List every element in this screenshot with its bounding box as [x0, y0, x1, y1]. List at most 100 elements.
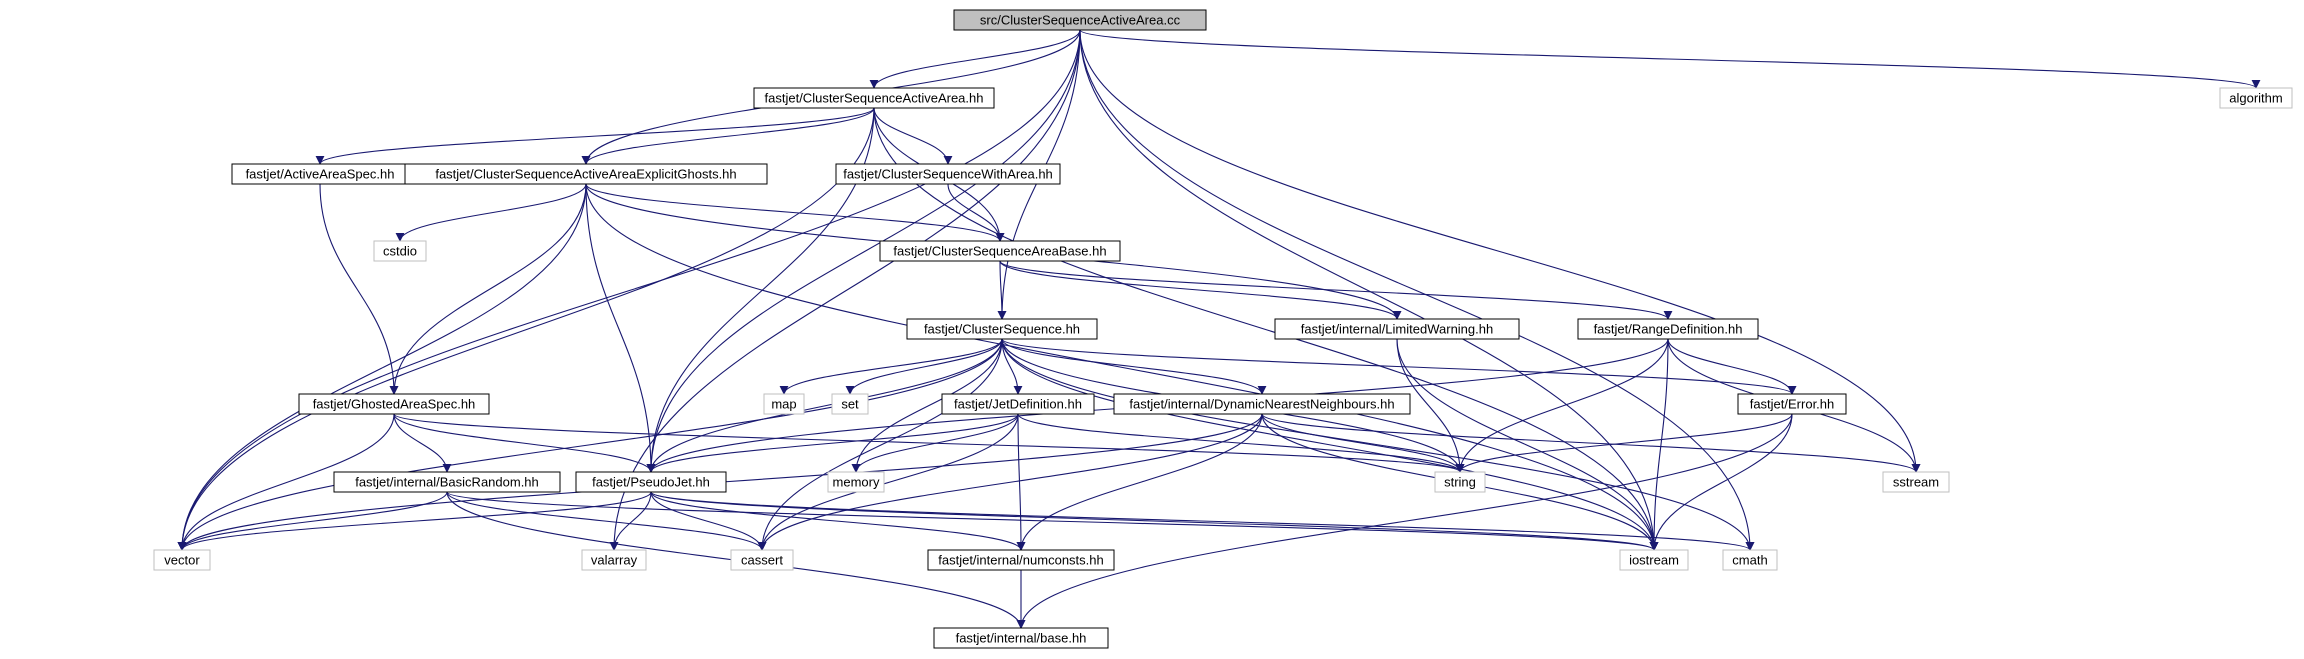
- edge-cs-to-iostream: [1001, 338, 1659, 551]
- node-box: [1737, 393, 1847, 415]
- edge-csaa-to-iostream: [873, 107, 1659, 551]
- node-box: [1577, 318, 1759, 340]
- node-cassert: cassert: [730, 549, 794, 571]
- edge-dnn-to-cassert: [757, 413, 1263, 551]
- node-box: [581, 549, 647, 571]
- edge-br-to-vector: [177, 491, 448, 551]
- edge-csab-to-rd: [999, 260, 1673, 320]
- edges: [177, 29, 2261, 629]
- edge-lw-to-iostream: [1396, 338, 1659, 551]
- edge-gas-to-vector: [177, 413, 395, 551]
- node-label: fastjet/ClusterSequenceActiveAreaExplici…: [435, 167, 736, 182]
- node-label: fastjet/ClusterSequence.hh: [924, 322, 1080, 337]
- node-box: [1722, 549, 1778, 571]
- edge-csab-to-lw: [999, 260, 1402, 320]
- node-label: string: [1444, 475, 1476, 490]
- edge-cs-to-err: [1001, 338, 1797, 395]
- edge-err-to-string: [1455, 413, 1793, 473]
- node-box: [1619, 549, 1689, 571]
- node-cswa[interactable]: fastjet/ClusterSequenceWithArea.hh: [835, 163, 1061, 185]
- node-pj[interactable]: fastjet/PseudoJet.hh: [575, 471, 727, 493]
- node-box: [827, 471, 885, 493]
- edge-csaaeg-to-vector: [177, 183, 587, 551]
- node-map: map: [763, 393, 805, 415]
- node-label: iostream: [1629, 553, 1679, 568]
- node-label: fastjet/ClusterSequenceAreaBase.hh: [893, 244, 1106, 259]
- node-aas[interactable]: fastjet/ActiveAreaSpec.hh: [231, 163, 409, 185]
- node-box: [835, 163, 1061, 185]
- node-box: [373, 240, 427, 262]
- edge-rd-to-err: [1667, 338, 1797, 395]
- edge-csaaeg-to-gas: [389, 183, 587, 395]
- edge-pj-to-nc: [650, 491, 1026, 551]
- edge-jd-to-nc: [1016, 413, 1026, 551]
- node-box: [333, 471, 561, 493]
- edge-jd-to-pj: [646, 413, 1019, 473]
- node-box: [575, 471, 727, 493]
- edge-csaa-to-cswa: [873, 107, 953, 165]
- node-jd[interactable]: fastjet/JetDefinition.hh: [941, 393, 1095, 415]
- edge-root-to-pj: [646, 29, 1081, 473]
- node-lw[interactable]: fastjet/internal/LimitedWarning.hh: [1274, 318, 1520, 340]
- node-label: map: [771, 397, 796, 412]
- node-box: [831, 393, 869, 415]
- edge-root-to-cmath: [1079, 29, 1755, 551]
- node-label: vector: [164, 553, 200, 568]
- node-cstdio: cstdio: [373, 240, 427, 262]
- node-csab[interactable]: fastjet/ClusterSequenceAreaBase.hh: [879, 240, 1121, 262]
- edge-csaa-to-csaaeg: [581, 107, 875, 165]
- node-sstream: sstream: [1882, 471, 1950, 493]
- node-gas[interactable]: fastjet/GhostedAreaSpec.hh: [298, 393, 490, 415]
- edge-root-to-csaa: [869, 29, 1081, 89]
- node-set: set: [831, 393, 869, 415]
- edge-cs-to-vector: [177, 338, 1003, 551]
- edge-root-to-vector: [177, 29, 1081, 551]
- node-algorithm: algorithm: [2219, 87, 2293, 109]
- edge-err-to-base: [1016, 413, 1793, 629]
- node-box: [753, 87, 995, 109]
- edge-root-to-valarray: [609, 29, 1081, 551]
- edge-pj-to-cmath: [650, 491, 1755, 551]
- node-base[interactable]: fastjet/internal/base.hh: [933, 627, 1109, 649]
- node-dnn[interactable]: fastjet/internal/DynamicNearestNeighbour…: [1113, 393, 1411, 415]
- node-csaa[interactable]: fastjet/ClusterSequenceActiveArea.hh: [753, 87, 995, 109]
- node-label: fastjet/internal/LimitedWarning.hh: [1301, 322, 1493, 337]
- node-box: [153, 549, 211, 571]
- node-label: algorithm: [2229, 91, 2282, 106]
- node-box: [1274, 318, 1520, 340]
- node-cs[interactable]: fastjet/ClusterSequence.hh: [906, 318, 1098, 340]
- edge-cs-to-jd: [1001, 338, 1023, 395]
- edge-csaaeg-to-pj: [585, 183, 656, 473]
- node-label: cstdio: [383, 244, 417, 259]
- edge-csaa-to-aas: [315, 107, 875, 165]
- node-br[interactable]: fastjet/internal/BasicRandom.hh: [333, 471, 561, 493]
- edge-lw-to-string: [1396, 338, 1465, 473]
- edge-gas-to-pj: [393, 413, 656, 473]
- node-label: valarray: [591, 553, 638, 568]
- edge-cswa-to-csab: [947, 183, 1005, 242]
- node-memory: memory: [827, 471, 885, 493]
- node-rd[interactable]: fastjet/RangeDefinition.hh: [1577, 318, 1759, 340]
- node-string: string: [1434, 471, 1486, 493]
- node-label: fastjet/JetDefinition.hh: [954, 397, 1082, 412]
- node-label: fastjet/Error.hh: [1750, 397, 1835, 412]
- edge-pj-to-iostream: [650, 491, 1659, 551]
- node-label: fastjet/ActiveAreaSpec.hh: [246, 167, 395, 182]
- edge-jd-to-cassert: [757, 413, 1019, 551]
- node-label: set: [841, 397, 859, 412]
- edge-cs-to-pj: [646, 338, 1003, 473]
- edge-csaaeg-to-cstdio: [395, 183, 587, 242]
- node-box: [927, 549, 1115, 571]
- edge-err-to-iostream: [1649, 413, 1793, 551]
- edge-cs-to-memory: [851, 338, 1003, 473]
- node-nc[interactable]: fastjet/internal/numconsts.hh: [927, 549, 1115, 571]
- node-box: [1434, 471, 1486, 493]
- node-box: [941, 393, 1095, 415]
- edge-csab-to-cs: [997, 260, 1007, 320]
- edge-br-to-cassert: [446, 491, 767, 551]
- node-csaaeg[interactable]: fastjet/ClusterSequenceActiveAreaExplici…: [404, 163, 768, 185]
- edge-rd-to-string: [1455, 338, 1669, 473]
- node-vector: vector: [153, 549, 211, 571]
- node-err[interactable]: fastjet/Error.hh: [1737, 393, 1847, 415]
